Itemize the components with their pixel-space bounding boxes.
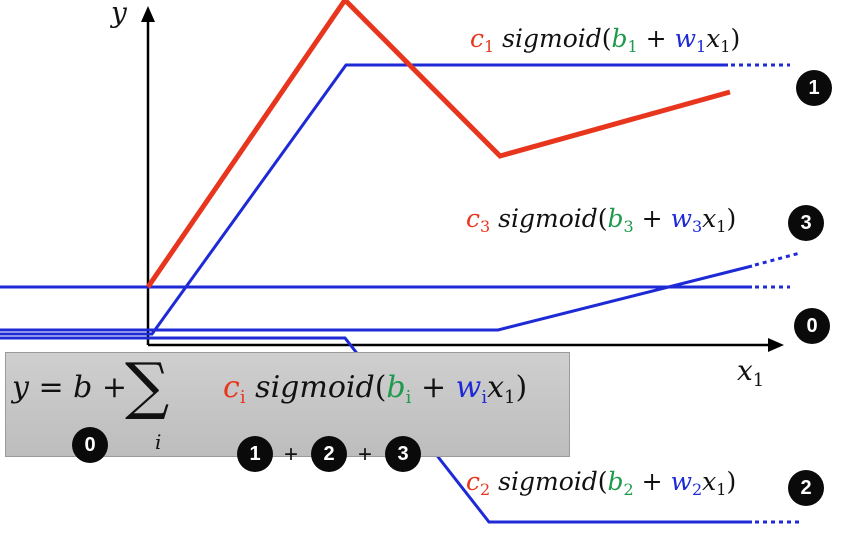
formula-coef-sub: i [239, 387, 246, 408]
badge-term-1: 1 [796, 70, 832, 106]
term-2-weight: w [670, 467, 692, 496]
formula-func: sigmoid [255, 370, 375, 405]
formula-x: x [487, 370, 504, 405]
term-1-coef: c [470, 24, 485, 53]
term-2-x: x [702, 467, 717, 496]
formula-badge-3: 3 [385, 436, 421, 472]
term-1-bias: b [611, 24, 628, 53]
term-1-close-paren: ) [730, 24, 741, 53]
formula-badge-1: 1 [237, 436, 273, 472]
term-3-open-paren: ( [597, 204, 608, 233]
target-curve [145, 0, 731, 289]
sigmoid-curve-3-dots [754, 251, 801, 267]
term-2-bias: b [607, 467, 624, 496]
term-3-bias: b [607, 204, 624, 233]
term-label-2: c2 sigmoid(b2 + w2x1) [466, 467, 736, 499]
term-2-close-paren: ) [726, 467, 737, 496]
formula-lhs: y = b + [12, 370, 128, 405]
term-3-weight-sub: 3 [691, 217, 703, 236]
term-2-weight-sub: 2 [691, 480, 703, 499]
sum-index: i [155, 430, 162, 454]
term-2-x-sub: 1 [716, 480, 727, 499]
term-2-coef-sub: 2 [480, 480, 491, 499]
sigmoid-curve-3 [0, 264, 753, 332]
formula-coef: c [223, 370, 240, 405]
formula-badge-2: 2 [311, 436, 347, 472]
formula-weight: w [455, 370, 482, 405]
sum-symbol: ∑ [125, 349, 170, 422]
x-axis-arrow [768, 338, 784, 352]
term-2-bias-sub: 2 [623, 480, 634, 499]
formula-badge-0: 0 [72, 427, 108, 463]
formula-x-sub: 1 [504, 387, 516, 408]
term-2-plus: + [641, 467, 663, 496]
formula-bias: b [386, 370, 406, 405]
y-axis-label: y [111, 0, 127, 29]
term-2-coef: c [466, 467, 481, 496]
x-axis-label: x1 [737, 354, 764, 391]
term-2-func: sigmoid [498, 467, 598, 496]
term-3-func: sigmoid [498, 204, 598, 233]
term-2-open-paren: ( [597, 467, 608, 496]
term-1-func: sigmoid [502, 24, 602, 53]
badge-constant: 0 [794, 308, 830, 344]
term-1-open-paren: ( [601, 24, 612, 53]
formula: y = b +ci sigmoid(bi + wix1) [12, 370, 527, 408]
formula-plus-1: + [284, 441, 299, 468]
x-axis-label-sub: 1 [752, 370, 765, 391]
term-3-x: x [702, 204, 717, 233]
formula-plus: + [420, 370, 447, 405]
term-3-x-sub: 1 [716, 217, 727, 236]
term-1-x-sub: 1 [720, 37, 731, 56]
formula-plus-2: + [358, 441, 373, 468]
badge-term-2: 2 [788, 470, 824, 506]
term-1-plus: + [645, 24, 667, 53]
term-1-bias-sub: 1 [627, 37, 638, 56]
formula-close-paren: ) [515, 370, 528, 405]
formula-weight-sub: i [481, 387, 488, 408]
term-3-bias-sub: 3 [623, 217, 634, 236]
y-axis-label-text: y [111, 0, 127, 29]
term-1-coef-sub: 1 [484, 37, 495, 56]
term-3-close-paren: ) [726, 204, 737, 233]
term-1-x: x [706, 24, 721, 53]
term-3-plus: + [641, 204, 663, 233]
term-label-1: c1 sigmoid(b1 + w1x1) [470, 24, 740, 56]
y-axis-arrow [141, 6, 155, 22]
term-1-weight-sub: 1 [695, 37, 707, 56]
term-3-weight: w [670, 204, 692, 233]
badge-term-3: 3 [788, 205, 824, 241]
x-axis-label-text: x [737, 354, 753, 387]
term-1-weight: w [674, 24, 696, 53]
formula-open-paren: ( [374, 370, 387, 405]
formula-bias-sub: i [405, 387, 412, 408]
term-3-coef: c [466, 204, 481, 233]
term-3-coef-sub: 3 [480, 217, 491, 236]
term-label-3: c3 sigmoid(b3 + w3x1) [466, 204, 736, 236]
sigmoid-curve-1 [0, 63, 728, 336]
